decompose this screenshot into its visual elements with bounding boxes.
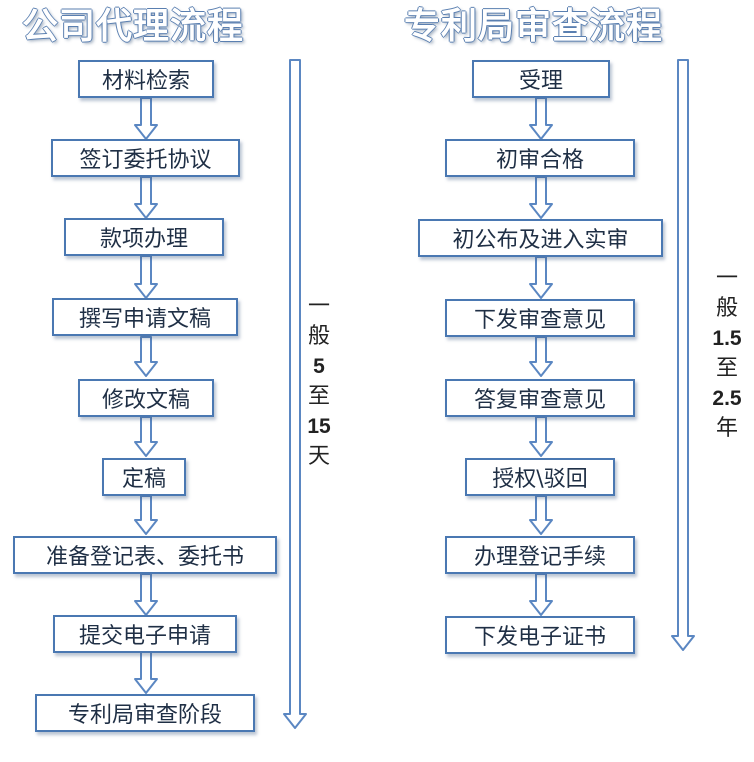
right-arrow-5: [529, 416, 553, 457]
left-arrow-2: [134, 176, 158, 219]
right-step-8: 下发电子证书: [445, 616, 635, 654]
right-step-2: 初审合格: [445, 139, 635, 177]
left-arrow-5: [134, 416, 158, 457]
left-step-1: 材料检索: [78, 60, 214, 98]
right-step-4: 下发审查意见: [445, 299, 635, 337]
left-step-2: 签订委托协议: [51, 139, 240, 177]
left-duration-min: 5: [313, 355, 325, 378]
right-step-7: 办理登记手续: [445, 536, 635, 574]
right-arrow-1: [529, 97, 553, 140]
left-step-3: 款项办理: [64, 218, 224, 256]
right-timeline-arrow: [671, 59, 695, 651]
left-duration-char-4: 至: [307, 384, 330, 409]
left-arrow-8: [134, 651, 158, 694]
left-step-7: 准备登记表、委托书: [13, 536, 277, 574]
left-timeline-arrow: [283, 59, 307, 729]
left-step-6: 定稿: [102, 458, 186, 496]
right-step-6: 授权\驳回: [465, 458, 615, 496]
left-step-5: 修改文稿: [78, 379, 214, 417]
right-step-5: 答复审查意见: [445, 379, 635, 417]
left-arrow-1: [134, 97, 158, 140]
right-arrow-3: [529, 256, 553, 299]
right-duration-char-2: 般: [715, 296, 738, 321]
left-duration-label: 一 般 5 至 15 天: [304, 292, 334, 472]
right-arrow-7: [529, 573, 553, 616]
right-duration-max: 2.5: [712, 387, 742, 410]
left-duration-max: 15: [307, 415, 331, 438]
right-title: 专利局审查流程: [404, 6, 664, 47]
left-duration-unit: 天: [307, 444, 330, 469]
right-step-3: 初公布及进入实审: [418, 219, 663, 257]
right-arrow-2: [529, 176, 553, 219]
left-step-8: 提交电子申请: [53, 615, 237, 653]
left-step-4: 撰写申请文稿: [52, 298, 238, 336]
right-duration-min: 1.5: [712, 327, 742, 350]
right-duration-label: 一 般 1.5 至 2.5 年: [712, 264, 742, 444]
right-duration-char-4: 至: [715, 356, 738, 381]
right-arrow-4: [529, 336, 553, 377]
left-duration-char-1: 一: [307, 294, 330, 319]
right-duration-char-1: 一: [715, 266, 738, 291]
left-arrow-3: [134, 255, 158, 299]
left-arrow-6: [134, 495, 158, 535]
left-step-9: 专利局审查阶段: [35, 694, 255, 732]
right-duration-unit: 年: [715, 416, 738, 441]
left-arrow-7: [134, 573, 158, 616]
left-title: 公司代理流程: [22, 6, 245, 47]
left-arrow-4: [134, 336, 158, 377]
right-step-1: 受理: [472, 60, 610, 98]
left-duration-char-2: 般: [307, 324, 330, 349]
right-arrow-6: [529, 495, 553, 535]
